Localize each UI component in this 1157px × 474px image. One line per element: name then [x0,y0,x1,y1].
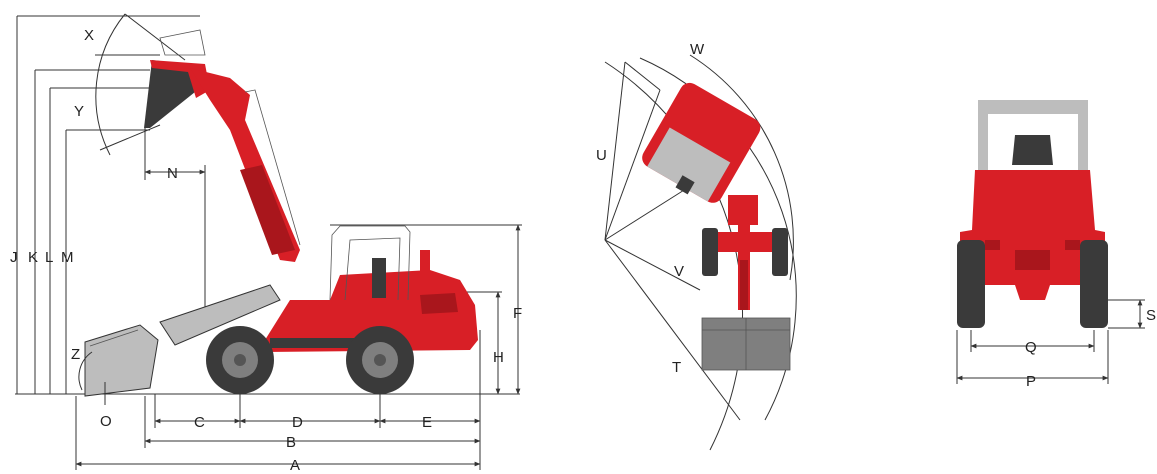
exhaust [420,250,430,280]
n-dimension [144,125,206,320]
label-k: K [28,249,38,266]
label-x: X [84,27,94,44]
label-s: S [1146,307,1156,324]
label-t: T [672,359,681,376]
label-p: P [1026,373,1036,390]
seat [372,258,386,298]
label-j: J [10,249,18,266]
front-view: S Q P [956,100,1156,390]
label-m: M [61,249,74,266]
length-dimensions [75,330,481,470]
label-d: D [292,414,303,431]
telescopic-boom [190,68,301,262]
front-wheel [206,326,274,394]
label-w: W [690,41,705,58]
label-y: Y [74,103,84,120]
height-dimensions [16,15,200,394]
right-height-dimensions [330,224,522,395]
label-q: Q [1025,339,1037,356]
label-e: E [422,414,432,431]
label-l: L [45,249,53,266]
top-view: W U V T [596,41,797,451]
tilt-angle-arcs [95,13,186,156]
label-f: F [513,305,522,322]
label-n: N [167,165,178,182]
label-u: U [596,147,607,164]
loader-body [265,225,478,352]
label-v: V [674,263,684,280]
label-z: Z [71,346,80,363]
label-a: A [290,457,300,474]
lowered-bucket [84,284,281,397]
side-view: J K L M X Y N Z O C D E B A F H [10,13,522,474]
label-h: H [493,349,504,366]
label-c: C [194,414,205,431]
label-o: O [100,413,112,430]
label-b: B [286,434,296,451]
rear-wheel [346,326,414,394]
